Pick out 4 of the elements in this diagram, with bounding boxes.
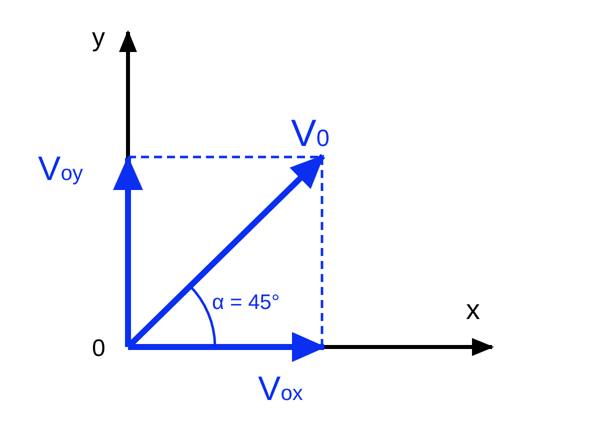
origin-label: 0 <box>92 337 106 361</box>
axis-label: y <box>92 24 105 50</box>
angle-label: α = 45° <box>212 292 280 313</box>
axis-label: x <box>466 296 480 324</box>
